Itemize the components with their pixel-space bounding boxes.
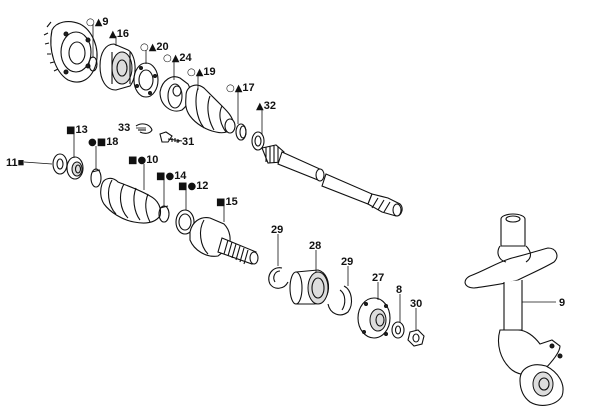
nut-30 xyxy=(407,329,425,347)
clamp-18 xyxy=(90,168,102,188)
callout-24: ○▲24 xyxy=(163,52,193,64)
boot-10 xyxy=(100,177,162,224)
washer-11 xyxy=(52,153,68,175)
callout-17: ○▲17 xyxy=(226,82,255,94)
cv-joint-inner-16 xyxy=(99,43,136,91)
callout-29-left: 29 xyxy=(271,224,283,236)
ring-32 xyxy=(251,131,265,151)
transmission-flange xyxy=(43,21,98,83)
callout-18: ●■18 xyxy=(88,136,118,148)
callout-29-right: 29 xyxy=(341,256,353,268)
callout-10: ■●10 xyxy=(128,154,158,166)
callout-14: ■●14 xyxy=(156,170,187,182)
callout-11: 11■ xyxy=(6,157,24,169)
washer-8 xyxy=(391,321,405,339)
clamp-17 xyxy=(235,123,247,141)
callout-28: 28 xyxy=(309,240,321,252)
circlip-29-left xyxy=(268,267,289,289)
wheel-bearing-28 xyxy=(289,269,330,305)
callout-27: 27 xyxy=(372,272,384,284)
callout-31: 31 xyxy=(182,136,194,148)
circlip-29-right xyxy=(327,285,353,316)
callout-13: ■13 xyxy=(66,124,88,136)
wheel-hub-27 xyxy=(357,297,391,339)
callout-16: ▲16 xyxy=(109,28,129,40)
bearing-13 xyxy=(66,156,84,180)
ring-12 xyxy=(175,209,195,235)
clip-33 xyxy=(135,123,153,134)
callout-33: 33 xyxy=(118,122,130,134)
drive-shaft-upper xyxy=(261,144,403,217)
callout-9-strut: 9 xyxy=(559,297,565,309)
callout-30: 30 xyxy=(410,298,422,310)
callout-9-top: ○▲9 xyxy=(86,16,109,28)
bolt-31 xyxy=(159,131,183,143)
callout-32: ▲32 xyxy=(256,100,276,112)
callout-20: ○▲20 xyxy=(140,41,169,53)
callout-19: ○▲19 xyxy=(187,66,216,78)
boot-19 xyxy=(185,84,236,134)
callout-8: 8 xyxy=(396,284,402,296)
cv-joint-outer-15 xyxy=(189,217,259,265)
callout-labels: ○▲9 ▲16 ○▲20 ○▲24 ○▲19 ○▲17 ▲32 ■13 33 3… xyxy=(6,16,565,310)
cover-20 xyxy=(133,62,159,98)
leader-lines xyxy=(23,24,556,330)
suspension-strut-9 xyxy=(464,213,564,406)
callout-12: ■●12 xyxy=(178,180,208,192)
callout-15: ■15 xyxy=(216,196,238,208)
